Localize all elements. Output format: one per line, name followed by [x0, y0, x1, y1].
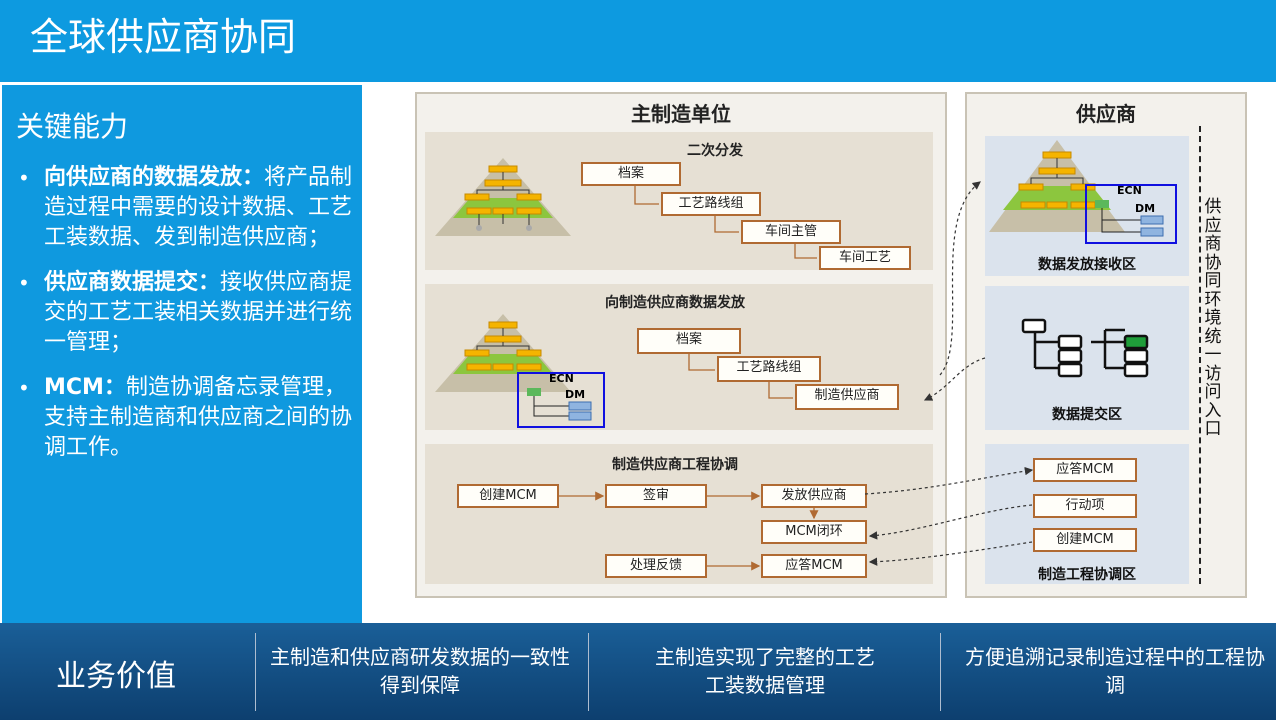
box-archive: 档案	[581, 162, 681, 186]
box-release-supplier: 发放供应商	[761, 484, 867, 508]
flow-arrows	[559, 491, 819, 571]
box-answer-mcm: 应答MCM	[761, 554, 867, 578]
capability-heading: 向供应商的数据发放：	[44, 165, 265, 190]
box-archive: 档案	[637, 328, 741, 354]
ecn-dm-box: ECN DM	[517, 372, 605, 428]
pyramid-icon	[435, 158, 571, 236]
box-workshop-manager: 车间主管	[741, 220, 841, 244]
pyramid-icon	[989, 140, 1125, 232]
flow-arrows	[634, 186, 817, 259]
header-bar: 全球供应商协同	[0, 0, 1276, 82]
dm-label: DM	[565, 388, 586, 401]
capability-item: • MCM：制造协调备忘录管理，支持主制造商和供应商之间的协调工作。	[16, 373, 356, 463]
capabilities-panel: 关键能力 • 向供应商的数据发放：将产品制造过程中需要的设计数据、工艺工装数据、发…	[2, 85, 362, 623]
capability-item: • 向供应商的数据发放：将产品制造过程中需要的设计数据、工艺工装数据、发到制造供应…	[16, 163, 356, 253]
zone-label: 数据提交区	[1052, 407, 1122, 423]
zone-label: 制造工程协调区	[1038, 567, 1136, 583]
dm-label: DM	[1135, 202, 1156, 215]
section-title: 二次分发	[687, 143, 743, 159]
section-secondary-distribution: 二次分发 档案 工艺路线组 车间主管 车间工艺	[425, 132, 933, 270]
ecn-label: ECN	[1117, 184, 1142, 197]
box-create-mcm: 创建MCM	[1033, 528, 1137, 552]
capability-heading: 供应商数据提交：	[44, 270, 221, 295]
supplier-title: 供应商	[1076, 102, 1136, 126]
supplier-panel: 供应商 ECN DM 数据发放接收区	[965, 92, 1247, 598]
vertical-entry-label: 供应商协同环境统一访问入口	[1204, 197, 1222, 439]
dm-tree-icon	[527, 388, 592, 421]
ecn-dm-box: ECN DM	[1085, 184, 1177, 244]
box-handle-feedback: 处理反馈	[605, 554, 707, 578]
zone-engineering-coordination: 应答MCM 行动项 创建MCM 制造工程协调区	[985, 444, 1189, 584]
capability-heading: MCM：	[44, 375, 126, 400]
main-manufacturer-title: 主制造单位	[631, 102, 731, 126]
section-title: 制造供应商工程协调	[612, 457, 738, 473]
box-create-mcm: 创建MCM	[457, 484, 559, 508]
business-value-title: 业务价值	[56, 659, 176, 694]
business-value-item: 主制造实现了完整的工艺工装数据管理	[655, 645, 875, 697]
dashed-divider	[1199, 126, 1201, 584]
business-value-item: 方便追溯记录制造过程中的工程协调	[965, 645, 1265, 697]
dm-tree-icon	[1095, 200, 1164, 237]
flow-arrows	[688, 354, 793, 399]
box-process-route: 工艺路线组	[717, 356, 821, 382]
business-value-bar: 业务价值 主制造和供应商研发数据的一致性得到保障 主制造实现了完整的工艺工装数据…	[0, 623, 1276, 720]
zone-data-submit: 数据提交区	[985, 286, 1189, 430]
main-manufacturer-panel: 主制造单位 二次分发 档案 工艺路线组 车间主管 车间工艺 向制造供应商数据发放	[415, 92, 947, 598]
bullet-icon: •	[18, 271, 30, 295]
tree-structure-icon	[1021, 318, 1149, 378]
capability-text: 将产品制造过程中需要的设计数据、工艺工装数据、发到制造供应商；	[44, 165, 353, 250]
divider	[255, 633, 256, 711]
dashed-connectors	[864, 181, 1034, 566]
capabilities-list: • 向供应商的数据发放：将产品制造过程中需要的设计数据、工艺工装数据、发到制造供应…	[16, 163, 356, 478]
bullet-icon: •	[18, 166, 30, 190]
capability-text: 接收供应商提交的工艺工装相关数据并进行统一管理；	[44, 270, 353, 355]
box-workshop-process: 车间工艺	[819, 246, 911, 270]
box-answer-mcm: 应答MCM	[1033, 458, 1137, 482]
section-engineering-coordination: 制造供应商工程协调 创建MCM 签审 发放供应商 MCM闭环 处理反馈 应答MC…	[425, 444, 933, 584]
page-title: 全球供应商协同	[30, 15, 297, 59]
section-title: 向制造供应商数据发放	[605, 295, 745, 311]
capability-item: • 供应商数据提交：接收供应商提交的工艺工装相关数据并进行统一管理；	[16, 268, 356, 358]
bullet-icon: •	[18, 376, 30, 400]
box-review: 签审	[605, 484, 707, 508]
box-mcm-close: MCM闭环	[761, 520, 867, 544]
ecn-label: ECN	[549, 372, 574, 385]
box-process-route: 工艺路线组	[661, 192, 761, 216]
zone-label: 数据发放接收区	[1038, 257, 1136, 273]
capabilities-title: 关键能力	[16, 110, 129, 143]
box-action-item: 行动项	[1033, 494, 1137, 518]
divider	[940, 633, 941, 711]
section-supplier-release: 向制造供应商数据发放 ECN DM 档案 工艺路线组 制造供应商	[425, 284, 933, 430]
business-value-item: 主制造和供应商研发数据的一致性得到保障	[270, 645, 570, 697]
zone-data-receive: ECN DM 数据发放接收区	[985, 136, 1189, 276]
box-manufacturing-supplier: 制造供应商	[795, 384, 899, 410]
divider	[588, 633, 589, 711]
capability-text: 制造协调备忘录管理，支持主制造商和供应商之间的协调工作。	[44, 375, 353, 460]
